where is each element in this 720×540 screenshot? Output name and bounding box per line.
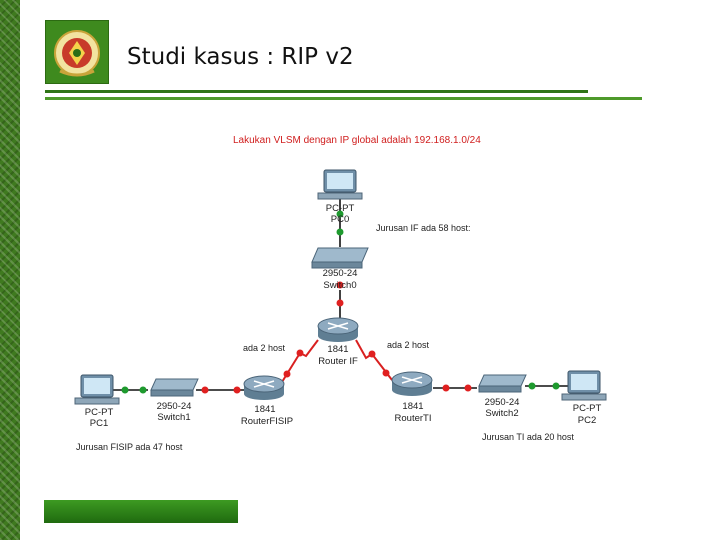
- port-light: [233, 386, 241, 394]
- switch-icon: [311, 247, 369, 269]
- port-light: [121, 386, 129, 394]
- port-light: [528, 382, 536, 390]
- port-light: [201, 386, 209, 394]
- router-if-model-label: 1841: [327, 344, 348, 355]
- switch1-model-label: 2950-24: [157, 401, 192, 412]
- port-light: [336, 210, 344, 218]
- pc1-name-label: PC1: [90, 418, 108, 429]
- left-decorative-strip: [0, 0, 20, 540]
- router-icon: [391, 371, 433, 396]
- title-rule-light: [45, 97, 642, 100]
- pc0-model-label: PC-PT: [326, 203, 355, 214]
- pc-icon: [317, 169, 363, 200]
- link-left-note: ada 2 host: [243, 343, 286, 353]
- router-ti-name-label: RouterTI: [395, 413, 432, 424]
- pc0-name-label: PC0: [331, 214, 349, 225]
- switch0-name-label: Switch0: [323, 280, 356, 291]
- port-light: [139, 386, 147, 394]
- slide-title: Studi kasus : RIP v2: [127, 44, 354, 70]
- switch1-name-label: Switch1: [157, 412, 190, 423]
- port-light: [382, 369, 390, 377]
- switch0-model-label: 2950-24: [323, 268, 358, 279]
- port-light: [552, 382, 560, 390]
- institution-logo: [45, 20, 109, 84]
- router-icon: [317, 317, 359, 342]
- router-ti-model-label: 1841: [402, 401, 423, 412]
- switch-icon: [150, 378, 199, 397]
- router-fisip-name-label: RouterFISIP: [241, 416, 293, 427]
- serial-link-routerif-routerti: [355, 339, 393, 381]
- pc-icon: [561, 370, 607, 401]
- router-icon: [243, 375, 285, 400]
- link-right-note: ada 2 host: [387, 340, 430, 350]
- title-rule-dark: [45, 90, 588, 93]
- port-light: [368, 350, 376, 358]
- pc2-name-label: PC2: [578, 415, 596, 426]
- switch2-model-label: 2950-24: [485, 397, 520, 408]
- router-fisip-model-label: 1841: [254, 404, 275, 415]
- port-light: [336, 281, 344, 289]
- switch2-name-label: Switch2: [485, 408, 518, 419]
- port-light: [336, 299, 344, 307]
- ti-hosts-note: Jurusan TI ada 20 host: [482, 432, 574, 442]
- vlsm-instruction: Lakukan VLSM dengan IP global adalah 192…: [233, 135, 481, 146]
- switch-icon: [478, 374, 527, 393]
- port-light: [296, 349, 304, 357]
- pc2-model-label: PC-PT: [573, 403, 602, 414]
- router-if-name-label: Router IF: [318, 356, 358, 367]
- port-light: [336, 228, 344, 236]
- pc1-model-label: PC-PT: [85, 407, 114, 418]
- fisip-hosts-note: Jurusan FISIP ada 47 host: [76, 442, 183, 452]
- port-light: [464, 384, 472, 392]
- footer-bar: [44, 500, 238, 523]
- pc-icon: [74, 374, 120, 405]
- if-hosts-note: Jurusan IF ada 58 host:: [376, 223, 471, 233]
- port-light: [442, 384, 450, 392]
- port-light: [283, 370, 291, 378]
